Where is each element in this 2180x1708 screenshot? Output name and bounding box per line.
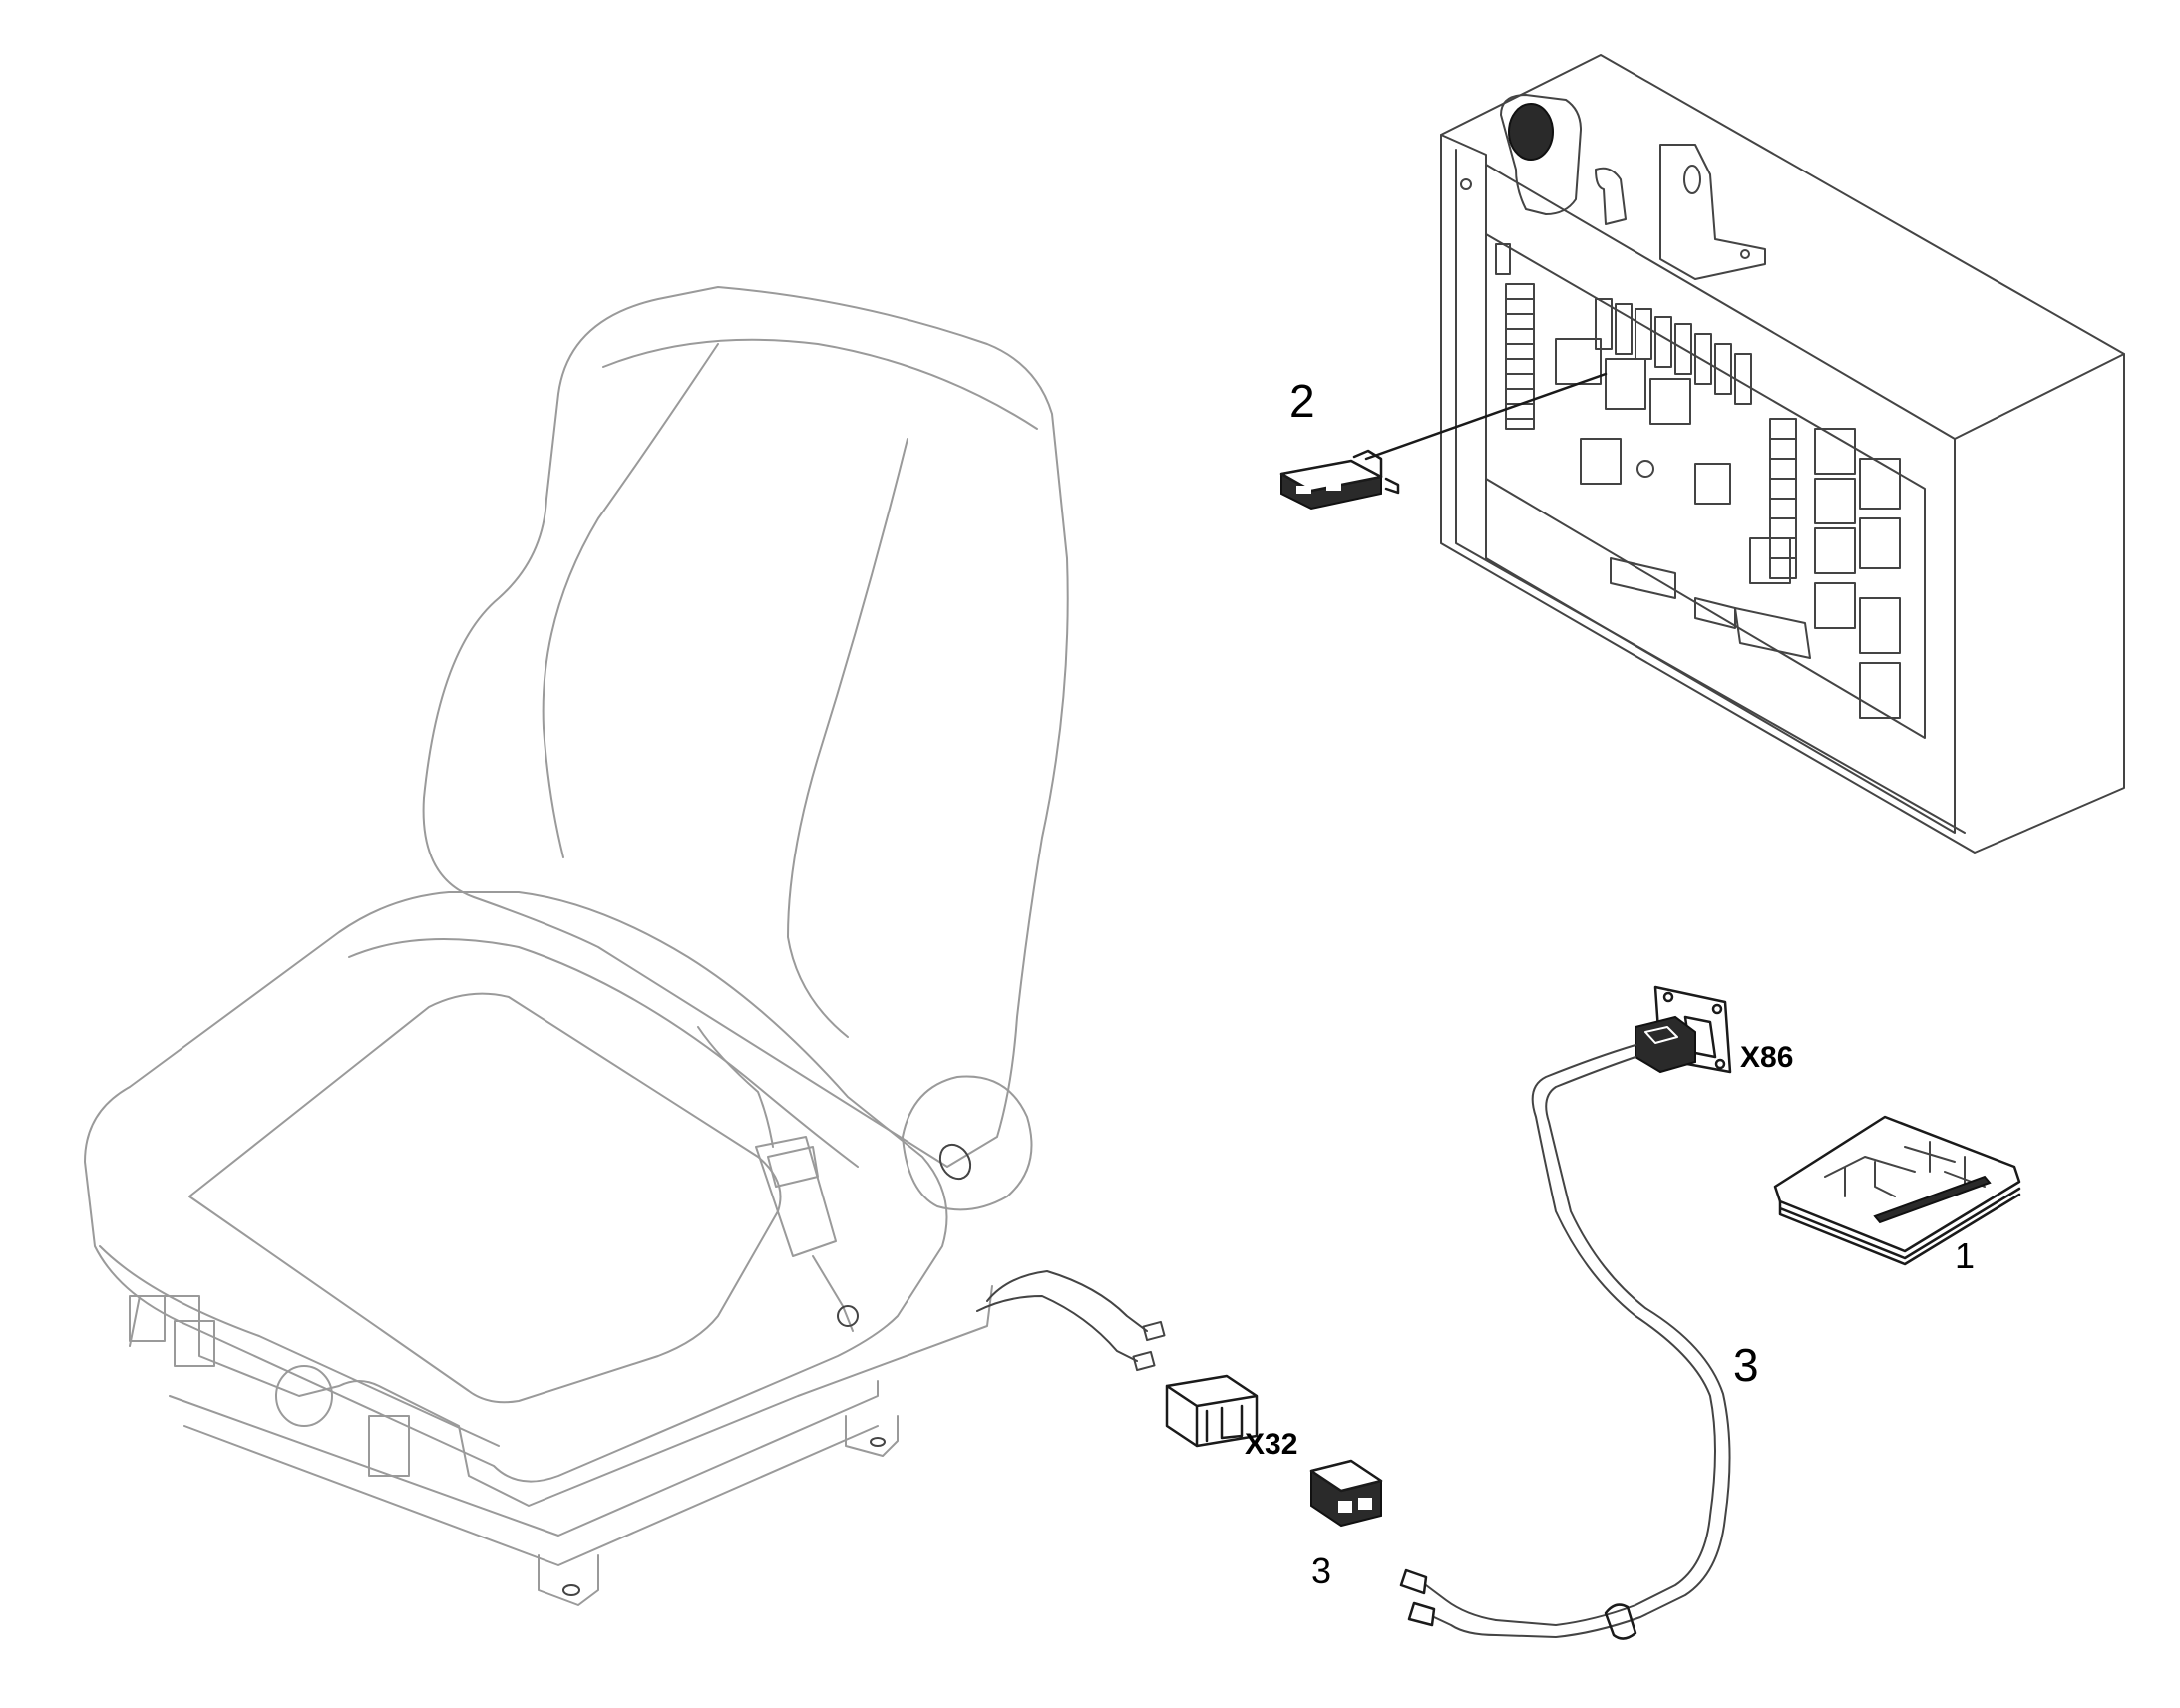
fuse bbox=[1279, 449, 1400, 511]
callout-item-1: 1 bbox=[1955, 1235, 1975, 1276]
seat-adjust-knob bbox=[275, 1365, 333, 1427]
box-front-rim bbox=[1440, 134, 2125, 834]
box-socket bbox=[1500, 94, 1582, 215]
x32-plug-window-2 bbox=[1358, 1498, 1372, 1510]
seat-backrest-top-edge bbox=[602, 338, 1038, 430]
box-bracket-slot bbox=[1683, 165, 1701, 194]
fuse-leader-line bbox=[1364, 372, 1608, 461]
harness-cable-outer bbox=[1495, 1044, 1716, 1626]
box-back-panel bbox=[1485, 233, 1926, 739]
wiring-harness bbox=[1399, 985, 1732, 1640]
seat-belt-tongue bbox=[767, 1146, 819, 1188]
x32-plug bbox=[1309, 1459, 1383, 1528]
box-hook bbox=[1595, 167, 1627, 225]
fuse-window-1 bbox=[1296, 486, 1311, 494]
connector-blocks-bottom bbox=[1610, 537, 1811, 659]
fuse-leg bbox=[1384, 477, 1400, 495]
seat-switch-terminal-1 bbox=[1142, 1320, 1166, 1342]
electrical-box bbox=[1364, 54, 2125, 854]
seat-cushion-bolster bbox=[348, 938, 859, 1168]
harness-cable-inner bbox=[1495, 1056, 1731, 1638]
seat-suspension-rail-1 bbox=[169, 1380, 879, 1537]
seat-switch-cable-1 bbox=[986, 1270, 1148, 1332]
seat-belt-strap bbox=[697, 1026, 774, 1148]
seat-foot-right bbox=[368, 1415, 410, 1477]
booklet-pages bbox=[1778, 1187, 2021, 1266]
seat-side-plug bbox=[1165, 1374, 1259, 1448]
harness-terminal-2 bbox=[1407, 1601, 1436, 1627]
seat-backrest-contour-left bbox=[542, 343, 719, 858]
callout-item-3-plug: 3 bbox=[1311, 1550, 1331, 1591]
seat-foot-left bbox=[129, 1295, 166, 1342]
callout-connector-x32: X32 bbox=[1245, 1428, 1297, 1461]
harness-lead-1 bbox=[1425, 1584, 1497, 1621]
seat-switch-cable-2 bbox=[976, 1295, 1138, 1362]
schematic-booklet bbox=[1773, 1115, 2021, 1266]
box-socket-cap bbox=[1508, 103, 1554, 161]
seat-suspension-rail-2 bbox=[183, 1425, 879, 1566]
relay-bank-center bbox=[1555, 298, 1752, 505]
fuse-tab bbox=[1352, 449, 1383, 479]
armrest-pivot-hole bbox=[938, 1143, 972, 1181]
callout-item-2: 2 bbox=[1289, 375, 1315, 427]
seat-foot-mid bbox=[174, 1320, 215, 1367]
seat-cushion-panel bbox=[188, 992, 782, 1404]
x86-plug bbox=[1635, 1015, 1696, 1074]
seat-suspension-base bbox=[129, 1285, 993, 1507]
box-inner-rim bbox=[1455, 149, 1966, 834]
x32-plug-top bbox=[1309, 1459, 1383, 1493]
harness-terminal-1 bbox=[1399, 1568, 1428, 1595]
booklet-cover-print bbox=[1824, 1141, 1986, 1197]
fuse-window-2 bbox=[1326, 483, 1341, 491]
box-mount-hole bbox=[1460, 178, 1472, 190]
seat-slide-hole bbox=[562, 1584, 580, 1596]
seat-belt-buckle bbox=[755, 1136, 837, 1257]
seat-cushion bbox=[84, 891, 948, 1483]
seat-backrest-contour-right bbox=[787, 438, 908, 1038]
seat-suspension-slide bbox=[538, 1554, 599, 1606]
armrest-pivot bbox=[902, 1075, 1033, 1211]
x32-plug-window-1 bbox=[1338, 1501, 1352, 1513]
box-outer bbox=[1440, 54, 2125, 854]
x86-flange-screw-1 bbox=[1662, 991, 1674, 1003]
seat-rear-slide-hole bbox=[870, 1437, 886, 1447]
seat-belt-anchor-strap bbox=[812, 1255, 854, 1332]
callout-connector-x86: X86 bbox=[1740, 1041, 1793, 1074]
booklet-stripe bbox=[1873, 1175, 1992, 1224]
harness-grommet bbox=[1604, 1603, 1637, 1640]
callout-item-3-harness: 3 bbox=[1733, 1339, 1759, 1391]
box-bracket-hole bbox=[1740, 249, 1750, 259]
seat-rear-slide bbox=[845, 1415, 899, 1457]
seat-backrest bbox=[422, 286, 1069, 1168]
seat-switch-terminal-2 bbox=[1132, 1350, 1156, 1372]
operator-seat bbox=[84, 286, 1259, 1606]
terminal-block-right bbox=[1769, 418, 1901, 719]
x86-plug-highlight bbox=[1644, 1026, 1678, 1044]
harness-lead-2 bbox=[1433, 1616, 1497, 1636]
x86-flange-screw-2 bbox=[1711, 1003, 1723, 1015]
box-bracket bbox=[1659, 144, 1766, 280]
seat-belt-anchor-bolt bbox=[837, 1305, 859, 1327]
x86-flange-screw-4 bbox=[1714, 1058, 1726, 1070]
